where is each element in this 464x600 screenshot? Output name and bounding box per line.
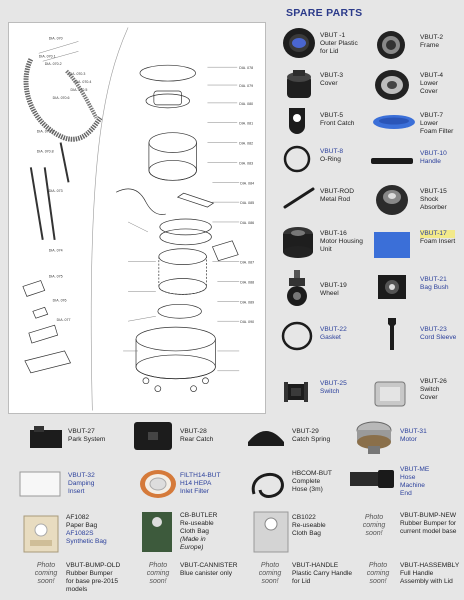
bag-bush-image: [375, 272, 409, 302]
callout: DIA. 070.7: [37, 130, 54, 134]
catch-spring-image: [246, 424, 286, 450]
callout: DIA. 078: [239, 66, 253, 70]
rear-catch-image: [132, 420, 174, 452]
wheel-image: [284, 270, 310, 308]
shock-absorber-image: [374, 182, 410, 218]
callout: DIA. 089: [240, 300, 254, 304]
o-ring-image: [282, 144, 312, 174]
callout: DIA. 070.4: [74, 80, 91, 84]
callout: DIA. 085: [240, 201, 254, 205]
exploded-diagram-drawing: DIA. 070 DIA. 070.1 DIA. 070.2 DIA. 070.…: [22, 27, 254, 411]
hose-machine-end-image: [348, 466, 396, 492]
callout: DIA. 074: [49, 249, 63, 253]
callout: DIA. 070: [49, 36, 63, 40]
callout: DIA. 070.3: [69, 72, 86, 76]
lower-cover-image: [374, 68, 410, 102]
outer-plastic-lid-image: [282, 26, 316, 60]
callout: DIA. 086: [240, 221, 254, 225]
switch-image: [282, 378, 310, 406]
frame-image: [376, 30, 406, 60]
foam-insert-image: [372, 230, 412, 260]
callout: DIA. 070.6: [53, 96, 70, 100]
metal-rod-image: [283, 186, 315, 210]
callout: DIA. 080: [239, 102, 253, 106]
motor-housing-image: [281, 224, 315, 260]
complete-hose-image: [248, 464, 288, 504]
callout: DIA. 079: [239, 84, 253, 88]
callout: DIA. 090: [240, 320, 254, 324]
park-system-image: [28, 424, 64, 452]
callout: DIA. 075: [49, 275, 63, 279]
paper-bag-image: [22, 514, 60, 554]
motor-image: [354, 418, 394, 456]
lower-foam-filter-image: [372, 114, 416, 130]
page-title: SPARE PARTS: [286, 7, 363, 19]
callout: DIA. 076: [53, 298, 67, 302]
callout: DIA. 081: [239, 122, 253, 126]
front-catch-image: [286, 106, 308, 136]
switch-cover-image: [372, 378, 408, 410]
callout: DIA. 070.2: [45, 62, 62, 66]
exploded-diagram: DIA. 070 DIA. 070.1 DIA. 070.2 DIA. 070.…: [8, 22, 266, 414]
callout: DIA. 084: [240, 181, 254, 185]
callout: DIA. 073: [49, 189, 63, 193]
callout: DIA. 083: [239, 161, 253, 165]
callout: DIA. 070.8: [37, 150, 54, 154]
cover-image: [283, 68, 315, 100]
callout: DIA. 088: [240, 280, 254, 284]
callout: DIA. 077: [57, 318, 71, 322]
handle-image: [370, 152, 414, 164]
damping-insert-image: [18, 470, 62, 498]
callout: DIA. 070.1: [39, 54, 56, 58]
callout: DIA. 070.5: [71, 88, 88, 92]
cloth-bag-image: [252, 510, 290, 554]
gasket-image: [280, 320, 314, 352]
cord-sleeve-image: [384, 316, 400, 352]
callout: DIA. 082: [239, 142, 253, 146]
cloth-bag-europe-image: [140, 510, 174, 554]
hepa-filter-image: [138, 468, 178, 500]
callout: DIA. 087: [240, 261, 254, 265]
